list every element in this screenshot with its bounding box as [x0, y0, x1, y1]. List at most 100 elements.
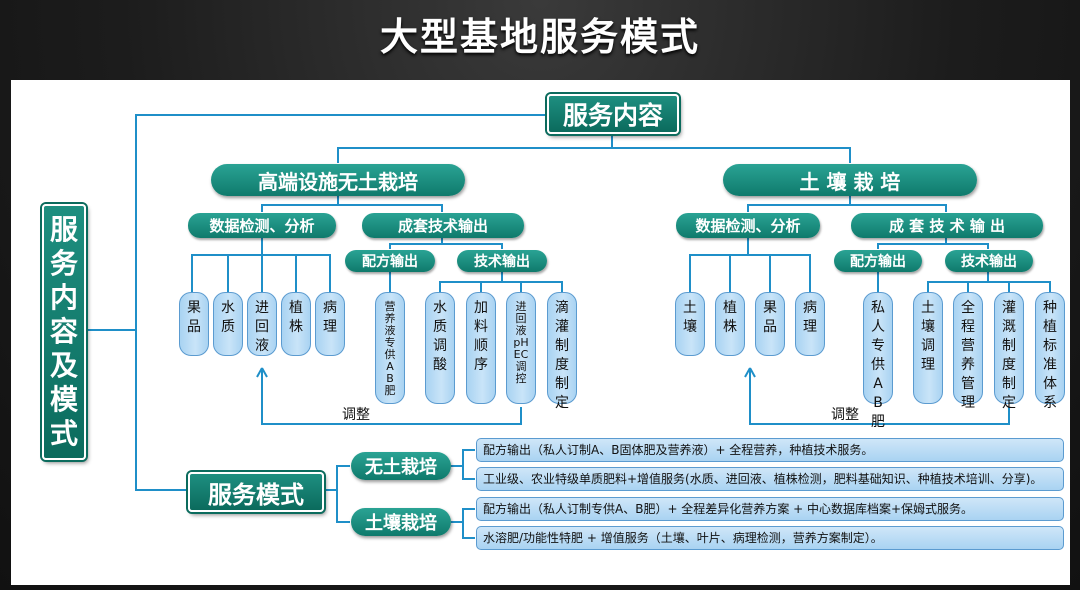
leaf-node-char: 土: [921, 300, 935, 316]
side-label-char: 内: [49, 281, 78, 314]
leaf-node-char: 调: [433, 338, 447, 354]
leaf-node-char: 系: [1043, 395, 1057, 411]
node-soilless-formula: 配方输出: [345, 250, 435, 272]
leaf-node-char: A: [873, 376, 883, 392]
leaf-node-char: 供: [384, 348, 396, 361]
side-label-char: 式: [49, 417, 78, 450]
leaf-node-char: 制: [1002, 338, 1016, 354]
leaf-node: 土壤: [675, 292, 705, 356]
leaf-node-char: 壤: [921, 319, 935, 335]
leaf-node-char: 溉: [1002, 319, 1016, 335]
node-soil-data-analysis: 数据检测、分析: [676, 213, 820, 238]
leaf-node-char: 专: [384, 336, 396, 349]
leaf-node-char: 壤: [683, 319, 697, 335]
leaf-node-char: 专: [871, 338, 885, 354]
leaf-node-char: 灌: [1002, 300, 1016, 316]
leaf-node-char: 液: [255, 338, 269, 354]
leaf-node-char: 土: [683, 300, 697, 316]
side-label-char: 务: [49, 247, 78, 280]
leaf-node: 植株: [281, 292, 311, 356]
leaf-node-char: 品: [763, 319, 777, 335]
leaf-node-char: 定: [1002, 395, 1016, 411]
leaf-node: 病理: [795, 292, 825, 356]
side-label-service-content-and-mode: 服务内容及模式: [42, 204, 86, 460]
leaf-node-char: 进: [255, 300, 269, 316]
leaf-node-char: 调: [515, 360, 527, 373]
side-label-char: 及: [49, 349, 78, 382]
leaf-node-char: 料: [474, 319, 488, 335]
mode-soil-item-2: 水溶肥/功能性特肥 + 增值服务（土壤、叶片、病理检测，营养方案制定）。: [476, 526, 1064, 550]
node-soil-cultivation: 土 壤 栽 培: [723, 164, 977, 196]
leaf-node-char: 标: [1043, 338, 1057, 354]
leaf-node-char: 水: [433, 300, 447, 316]
leaf-node-char: 私: [871, 300, 885, 316]
mode-soil-item-1: 配方输出（私人订制专供A、B肥）+ 全程差异化营养方案 + 中心数据库档案+保姆…: [476, 497, 1064, 521]
leaf-node-char: 植: [1043, 319, 1057, 335]
leaf-node-char: 回: [255, 319, 269, 335]
root-node-service-content: 服务内容: [547, 94, 679, 134]
leaf-node-char: 人: [871, 319, 885, 335]
leaf-node-char: 酸: [433, 357, 447, 373]
leaf-node-char: 顺: [474, 338, 488, 354]
leaf-node-char: 营: [384, 300, 396, 313]
leaf-node: 进回液: [247, 292, 277, 356]
leaf-node-char: 调: [921, 338, 935, 354]
leaf-node-char: 植: [723, 300, 737, 316]
leaf-node-char: 品: [187, 319, 201, 335]
leaf-node-char: EC: [513, 348, 529, 361]
leaf-node-char: 养: [961, 357, 975, 373]
node-soilless-data-analysis: 数据检测、分析: [188, 213, 336, 238]
leaf-node: 种植标准体系: [1035, 292, 1065, 411]
leaf-node-char: 理: [323, 319, 337, 335]
leaf-node-char: 株: [289, 319, 303, 335]
leaf-node-char: 管: [961, 376, 975, 392]
leaf-node-char: 养: [384, 312, 396, 325]
node-soilless-facility: 高端设施无土栽培: [211, 164, 465, 196]
leaf-node-char: 回: [515, 312, 527, 325]
leaf-node-char: 水: [221, 300, 235, 316]
leaf-node-char: 质: [433, 319, 447, 335]
leaf-node-char: 种: [1043, 300, 1057, 316]
leaf-node-char: 供: [871, 357, 885, 373]
leaf-node-char: 肥: [871, 414, 885, 430]
leaf-node-char: 度: [555, 357, 569, 373]
leaf-node-char: 全: [961, 300, 975, 316]
leaf-node-char: 理: [921, 357, 935, 373]
leaf-node-char: 理: [961, 395, 975, 411]
leaf-node: 水质调酸: [425, 292, 455, 404]
leaf-node-char: 序: [474, 357, 488, 373]
node-mode-soilless: 无土栽培: [351, 452, 451, 480]
leaf-node-char: 加: [474, 300, 488, 316]
leaf-node-char: B: [386, 372, 394, 385]
leaf-node-char: A: [386, 360, 394, 373]
leaf-node-char: 定: [555, 395, 569, 411]
node-soilless-technology: 技术输出: [457, 250, 547, 272]
leaf-node-char: 植: [289, 300, 303, 316]
adjust-label-left: 调整: [342, 407, 370, 423]
leaf-node-char: 制: [555, 376, 569, 392]
leaf-node: 水质: [213, 292, 243, 356]
node-soil-technology: 技术输出: [945, 250, 1033, 272]
leaf-node-char: 体: [1043, 376, 1057, 392]
leaf-node-char: 病: [803, 300, 817, 316]
leaf-node-char: 果: [763, 300, 777, 316]
leaf-node: 全程营养管理: [953, 292, 983, 411]
page-title: 大型基地服务模式: [379, 15, 700, 59]
node-soil-formula: 配方输出: [834, 250, 922, 272]
side-label-char: 容: [49, 315, 78, 348]
node-mode-soil: 土壤栽培: [351, 508, 451, 536]
leaf-node-char: 质: [221, 319, 235, 335]
leaf-node-char: 营: [961, 338, 975, 354]
adjust-label-right: 调整: [831, 407, 859, 423]
leaf-node-char: 进: [515, 300, 527, 313]
side-label-char: 模: [49, 383, 78, 416]
mode-soilless-item-2: 工业级、农业特级单质肥料+增值服务(水质、进回液、植株检测，肥料基础知识、种植技…: [476, 467, 1064, 491]
leaf-node-char: 株: [723, 319, 737, 335]
leaf-node: 植株: [715, 292, 745, 356]
leaf-node-char: 控: [515, 372, 527, 385]
leaf-node-char: 理: [803, 319, 817, 335]
